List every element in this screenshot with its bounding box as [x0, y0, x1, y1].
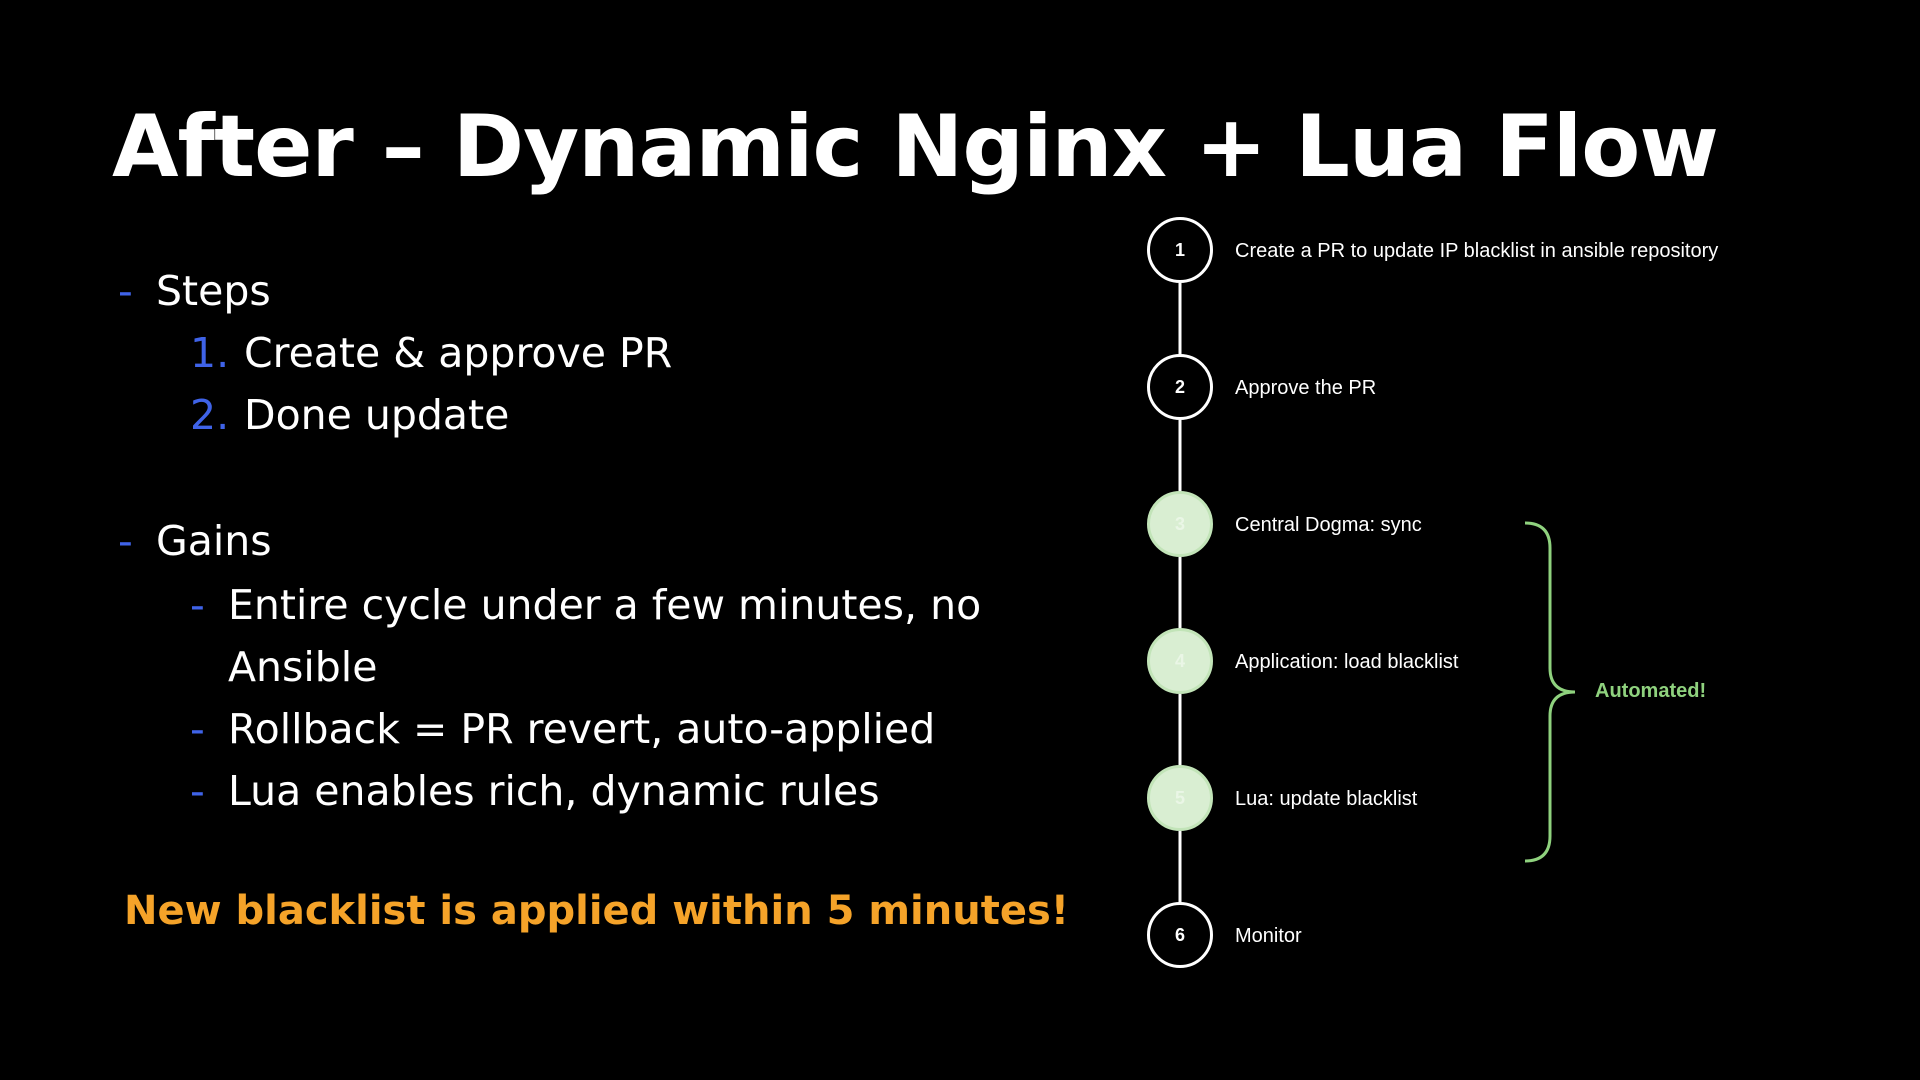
bullet-steps: - Steps: [118, 260, 1038, 322]
step-node-5: 5: [1147, 765, 1213, 831]
step-label-1: Create a PR to update IP blacklist in an…: [1235, 240, 1719, 262]
step-number: 2.: [190, 391, 230, 439]
step-node-3: 3: [1147, 491, 1213, 557]
gain-item-3: - Lua enables rich, dynamic rules: [118, 760, 1038, 822]
gain-text: Rollback = PR revert, auto-applied: [228, 705, 936, 753]
flow-connectors: [1175, 283, 1576, 928]
bullet-steps-label: Steps: [156, 267, 271, 315]
bullet-gains-label: Gains: [156, 517, 272, 565]
slide-title: After – Dynamic Nginx + Lua Flow: [112, 97, 1719, 197]
step-label-5: Lua: update blacklist: [1235, 788, 1418, 810]
callout-text: New blacklist is applied within 5 minute…: [124, 888, 1069, 934]
step-item-2: 2. Done update: [118, 384, 1038, 446]
bullet-list: - Steps 1. Create & approve PR 2. Done u…: [118, 260, 1038, 822]
step-label-2: Approve the PR: [1235, 377, 1377, 399]
step-label-3: Central Dogma: sync: [1235, 514, 1422, 536]
step-number: 1.: [190, 329, 230, 377]
gain-marker: -: [190, 767, 205, 815]
bullet-marker: -: [118, 517, 133, 565]
gain-marker: -: [190, 581, 205, 629]
automated-label: Automated!: [1595, 680, 1707, 702]
gain-text: Lua enables rich, dynamic rules: [228, 767, 880, 815]
step-node-1: 1: [1147, 217, 1213, 283]
gain-item-1: - Entire cycle under a few minutes, no A…: [118, 574, 1038, 698]
step-item-1: 1. Create & approve PR: [118, 322, 1038, 384]
step-text: Done update: [244, 391, 510, 439]
bullet-gains: - Gains: [118, 510, 1038, 572]
flow-diagram: 1 Create a PR to update IP blacklist in …: [1120, 217, 1900, 1030]
step-label-4: Application: load blacklist: [1235, 651, 1459, 673]
step-label-6: Monitor: [1235, 925, 1302, 947]
gain-marker: -: [190, 705, 205, 753]
automated-brace: [1524, 521, 1576, 863]
step-node-6: 6: [1147, 902, 1213, 968]
step-text: Create & approve PR: [244, 329, 673, 377]
gain-item-2: - Rollback = PR revert, auto-applied: [118, 698, 1038, 760]
bullet-marker: -: [118, 267, 133, 315]
gain-text: Entire cycle under a few minutes, no Ans…: [228, 581, 982, 691]
step-node-2: 2: [1147, 354, 1213, 420]
step-node-4: 4: [1147, 628, 1213, 694]
